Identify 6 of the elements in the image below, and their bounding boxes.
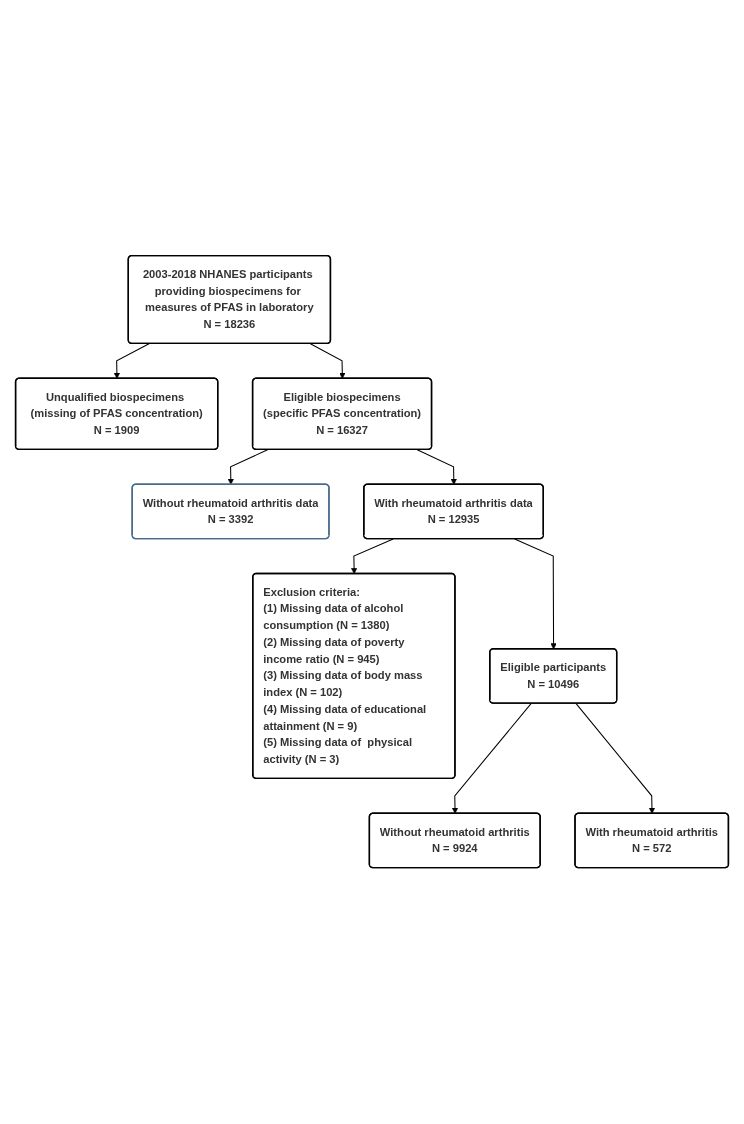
- arrow: [416, 449, 457, 486]
- arrow: [575, 703, 655, 815]
- arrow: [451, 703, 532, 815]
- arrow: [113, 343, 150, 380]
- arrow: [227, 449, 269, 486]
- arrow: [309, 343, 346, 380]
